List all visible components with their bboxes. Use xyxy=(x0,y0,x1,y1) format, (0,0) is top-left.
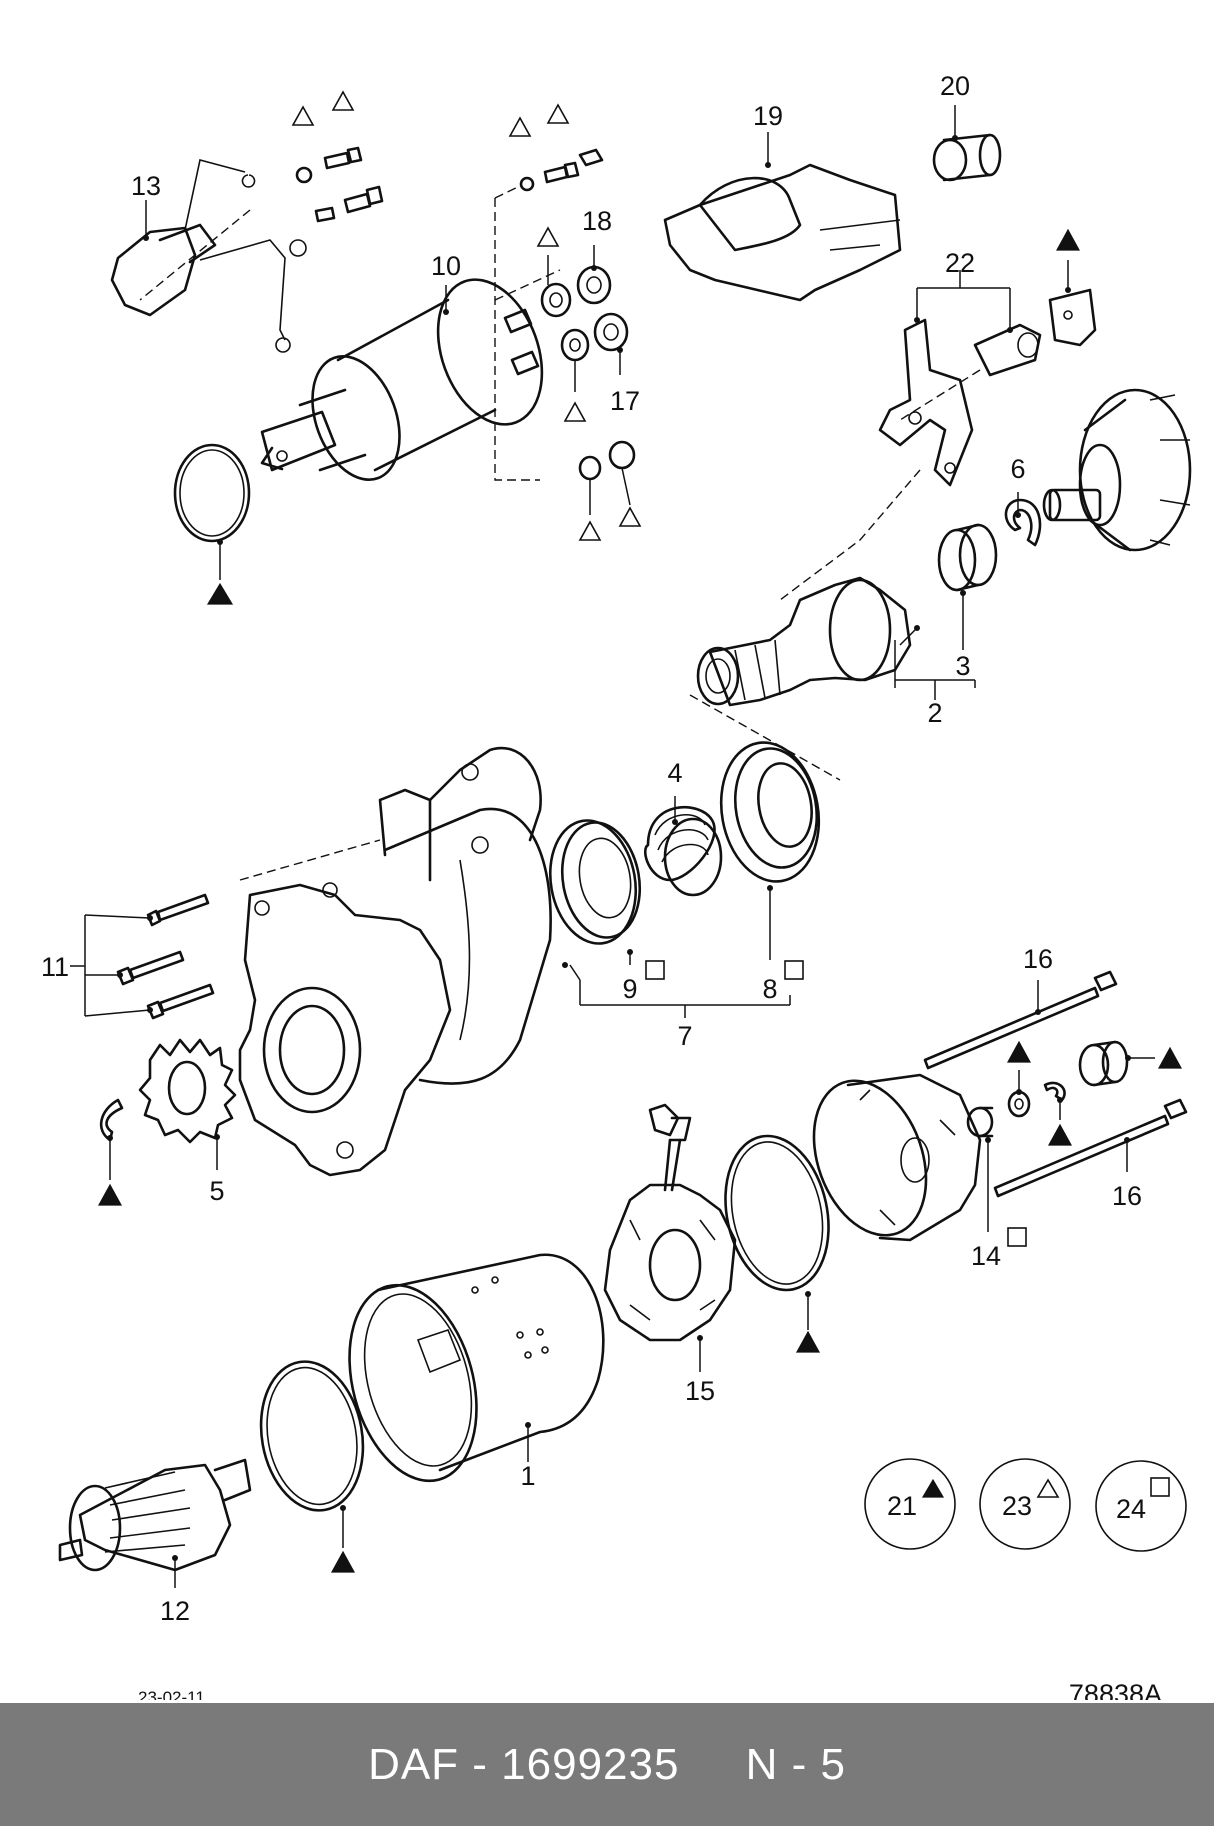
callout-15: 15 xyxy=(685,1376,715,1406)
callout-8: 8 xyxy=(762,974,777,1004)
filled-triangle-icon xyxy=(795,1330,821,1353)
filled-triangle-icon xyxy=(97,1183,123,1206)
small-fasteners-top-left xyxy=(295,146,604,223)
filled-triangle-icon xyxy=(1006,1040,1032,1063)
part-20-bushing xyxy=(932,105,1002,182)
callout-6: 6 xyxy=(1010,454,1025,484)
open-triangle-icon xyxy=(618,506,642,527)
callout-13: 13 xyxy=(131,171,161,201)
callout-16-top: 16 xyxy=(1023,944,1053,974)
legend-item-24: 24 xyxy=(1095,1460,1187,1552)
open-square-icon xyxy=(784,960,804,980)
open-triangle-icon xyxy=(563,401,587,422)
part-6-circlip xyxy=(1004,492,1042,547)
part-2-drive-shaft xyxy=(696,576,976,707)
part-16-through-bolts xyxy=(923,970,1188,1198)
part-19-cover xyxy=(663,132,902,302)
open-triangle-icon xyxy=(331,90,355,111)
callout-5: 5 xyxy=(209,1176,224,1206)
filled-triangle-icon xyxy=(330,1550,356,1573)
exploded-parts-diagram: 1 2 3 4 5 6 7 8 9 10 11 12 13 14 15 16 1… xyxy=(41,71,1192,1700)
part-11-bolts xyxy=(70,893,215,1020)
open-square-icon xyxy=(645,960,665,980)
open-triangle-icon xyxy=(1036,1478,1060,1498)
part-9-seal-ring xyxy=(548,819,642,965)
filled-triangle-icon xyxy=(1157,1046,1183,1069)
part-5-pinion-gear xyxy=(138,1038,237,1170)
callout-17: 17 xyxy=(610,386,640,416)
filled-triangle-icon xyxy=(1055,228,1081,251)
legend-number-24: 24 xyxy=(1116,1494,1146,1524)
legend-number-23: 23 xyxy=(1002,1491,1032,1521)
callout-18: 18 xyxy=(582,206,612,236)
legend-number-21: 21 xyxy=(887,1491,917,1521)
filled-triangle-icon xyxy=(1047,1123,1073,1146)
o-ring-lower xyxy=(259,1360,365,1548)
callout-22: 22 xyxy=(945,248,975,278)
callout-labels: 1 2 3 4 5 6 7 8 9 10 11 12 13 14 15 16 1… xyxy=(41,71,1142,1626)
part-3-sleeve xyxy=(937,523,998,650)
drawing-number: 78838A xyxy=(1069,1679,1162,1700)
callout-14: 14 xyxy=(971,1241,1001,1271)
footer-bar: DAF - 1699235 N - 5 xyxy=(0,1703,1214,1826)
part-8-seal-ring xyxy=(719,741,821,960)
open-triangle-icon xyxy=(291,105,315,126)
open-triangle-icon xyxy=(578,520,602,541)
o-ring-left xyxy=(173,443,251,580)
open-triangle-icon xyxy=(546,103,570,124)
part-15-brush-holder xyxy=(603,1103,737,1372)
open-triangle-icon xyxy=(508,116,532,137)
callout-9: 9 xyxy=(622,974,637,1004)
circlip-left xyxy=(99,1098,124,1180)
planetary-gear-housing xyxy=(1042,388,1192,552)
part-22-fork-lever xyxy=(878,270,1042,487)
open-square-icon xyxy=(1150,1477,1170,1497)
part-10-solenoid xyxy=(260,278,544,481)
bracket-7 xyxy=(569,964,791,1018)
callout-19: 19 xyxy=(753,101,783,131)
o-ring-right xyxy=(724,1134,830,1330)
part-13-wiring-bracket xyxy=(110,159,307,353)
callout-7: 7 xyxy=(677,1021,692,1051)
callout-11: 11 xyxy=(41,952,69,982)
open-square-icon xyxy=(1007,1227,1027,1247)
filled-triangle-icon xyxy=(206,582,234,605)
legend-item-21: 21 xyxy=(864,1458,956,1550)
symbol-markers xyxy=(97,90,1183,1573)
drive-end-housing xyxy=(238,746,568,1177)
part-4-spring xyxy=(643,796,723,897)
footer-title: DAF - 1699235 N - 5 xyxy=(368,1739,846,1789)
callout-16-bottom: 16 xyxy=(1112,1181,1142,1211)
callout-3: 3 xyxy=(955,651,970,681)
open-triangle-icon xyxy=(536,226,560,247)
callout-4: 4 xyxy=(667,758,682,788)
callout-12: 12 xyxy=(160,1596,190,1626)
drawing-date: 23-02-11 xyxy=(138,1688,205,1700)
callout-2: 2 xyxy=(927,698,942,728)
callout-20: 20 xyxy=(940,71,970,101)
part-1-yoke xyxy=(348,1253,605,1483)
callout-10: 10 xyxy=(431,251,461,281)
legend-item-23: 23 xyxy=(979,1458,1071,1550)
legend: 21 23 24 xyxy=(864,1458,1187,1552)
small-plate-top-right xyxy=(1048,260,1097,347)
commutator-end-cover xyxy=(812,1073,982,1242)
part-12-armature xyxy=(58,1458,252,1588)
callout-1: 1 xyxy=(520,1461,535,1491)
filled-triangle-icon xyxy=(921,1478,945,1498)
parts-17-18-nuts-washers xyxy=(540,245,636,515)
small-washers-right xyxy=(966,1040,1155,1232)
